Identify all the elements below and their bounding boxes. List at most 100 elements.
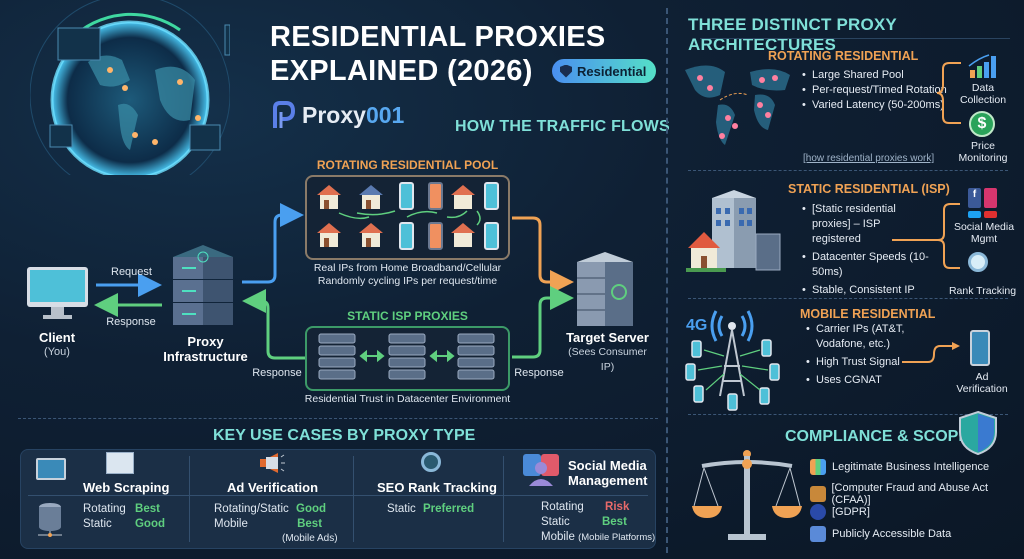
- social-media-people-icon: [523, 454, 559, 486]
- proxy-to-pool-arrow: [242, 203, 304, 284]
- compliance-item: Publicly Accessible Data: [810, 526, 951, 542]
- twitter-icon: [968, 211, 981, 218]
- use-cases-title: KEY USE CASES BY PROXY TYPE: [213, 427, 476, 444]
- scales-of-justice-icon: [692, 450, 802, 540]
- rotating-residential-title: ROTATING RESIDENTIAL: [768, 49, 919, 63]
- bullet: Carrier IPs (AT&T, Vodafone, etc.): [806, 322, 926, 352]
- social-media-mgmt-label: Social Media Mgmt: [953, 221, 1015, 245]
- phone-icon: [428, 222, 443, 250]
- rank-tracking-label: Rank Tracking: [948, 285, 1017, 297]
- gavel-icon: [810, 486, 826, 502]
- architecture-divider: [688, 414, 1008, 415]
- magnifier-icon: [968, 252, 988, 272]
- house-icon: [359, 223, 383, 247]
- web-scrape-magnifier-icon: [106, 452, 134, 474]
- bullet: Per-request/Timed Rotation: [802, 83, 947, 98]
- use-case-note: (Mobile Ads): [282, 533, 338, 544]
- bullet: Large Shared Pool: [802, 68, 947, 83]
- title-line-1: RESIDENTIAL PROXIES: [270, 21, 606, 53]
- globe-illustration: [30, 0, 230, 175]
- compliance-item: Legitimate Business Intelligence: [810, 459, 989, 475]
- world-map-icon: [685, 65, 790, 145]
- bullet: Uses CGNAT: [806, 373, 926, 388]
- bullet: Stable, Consistent IP: [802, 283, 932, 298]
- document-icon: [810, 526, 826, 542]
- target-server-icon: [577, 252, 633, 326]
- branch-arrows: [892, 203, 960, 269]
- architecture-divider: [688, 298, 1008, 299]
- isp-server-racks: [318, 333, 495, 380]
- brand-logo: Proxy001: [272, 100, 404, 130]
- 4g-label: 4G: [686, 317, 707, 334]
- ad-verification-label: Ad Verification: [956, 371, 1008, 395]
- bullet: [Static residential proxies] – ISP regis…: [802, 202, 932, 247]
- client-monitor-icon: [27, 267, 88, 319]
- phone-icon: [428, 182, 443, 210]
- static-residential-title: STATIC RESIDENTIAL (ISP): [788, 182, 950, 196]
- title-underline: [700, 38, 1010, 39]
- architecture-divider: [688, 170, 1008, 171]
- instagram-icon: [984, 188, 997, 208]
- eu-flag-icon: [810, 504, 826, 520]
- proxy-server-icon: [173, 245, 233, 325]
- use-case-row: Rotating Best: [83, 503, 160, 515]
- mobile-residential-title: MOBILE RESIDENTIAL: [800, 307, 936, 321]
- flow-arrows: [94, 203, 574, 360]
- rotating-pool-box: [305, 175, 510, 260]
- youtube-icon: [984, 211, 997, 218]
- phone-icon: [484, 222, 499, 250]
- use-case-row: Mobile Best: [214, 518, 323, 530]
- client-label: Client (You): [38, 330, 76, 358]
- architectures-title: THREE DISTINCT PROXY ARCHITECTURES: [688, 15, 897, 54]
- request-label: Request: [111, 266, 152, 278]
- phone-icon: [399, 222, 414, 250]
- isp-to-proxy-arrow: [242, 289, 305, 360]
- phone-icon: [484, 182, 499, 210]
- static-isp-description: Residential Trust in Datacenter Environm…: [304, 393, 511, 405]
- brand-name: Proxy001: [302, 101, 405, 128]
- section-divider-horizontal: [18, 418, 658, 419]
- bullet: Datacenter Speeds (10-50ms): [802, 250, 932, 280]
- target-server-label: Target Server (Sees Consumer IP): [566, 330, 649, 373]
- mobile-bullets: Carrier IPs (AT&T, Vodafone, etc.) High …: [806, 322, 926, 388]
- database-icon: [38, 503, 62, 537]
- house-icon: [317, 223, 341, 247]
- use-case-row: Static Best: [541, 516, 627, 528]
- data-collection-chart-icon: [968, 54, 996, 78]
- building-house-icon: [686, 190, 781, 272]
- ad-verification-arrow: [902, 342, 960, 363]
- bullet: High Trust Signal: [806, 355, 926, 370]
- laptop-icon: [36, 458, 66, 480]
- seo-magnifier-icon: [421, 452, 441, 472]
- rotating-bullets: Large Shared Pool Per-request/Timed Rota…: [802, 68, 947, 113]
- use-case-row: Static Good: [83, 518, 165, 530]
- use-case-row: Rotating/Static Good: [214, 503, 327, 515]
- how-residential-proxies-work-link[interactable]: [how residential proxies work]: [803, 153, 935, 164]
- proxy001-logo-icon: [273, 101, 296, 128]
- page-title: RESIDENTIAL PROXIES EXPLAINED (2026): [270, 20, 606, 88]
- compliance-title: COMPLIANCE & SCOPE: [785, 428, 970, 445]
- use-case-row: Mobile (Mobile Platforms): [541, 531, 656, 543]
- badge-label: Residential: [577, 63, 647, 79]
- static-bullets: [Static residential proxies] – ISP regis…: [802, 202, 932, 298]
- use-case-row: Static Preferred: [387, 503, 475, 515]
- residential-badge: Residential: [552, 59, 657, 83]
- rotating-pool-title: ROTATING RESIDENTIAL POOL: [316, 158, 499, 172]
- use-case-row: Rotating Risk: [541, 501, 630, 513]
- isp-response-right-label: Response: [514, 367, 564, 379]
- section-divider-vertical: [666, 8, 668, 553]
- house-icon: [451, 223, 475, 247]
- house-icon: [359, 185, 383, 209]
- response-label: Response: [106, 316, 156, 328]
- megaphone-icon: [260, 453, 285, 473]
- isp-to-target-arrow: [512, 286, 574, 359]
- title-line-2: EXPLAINED (2026): [270, 55, 533, 87]
- column-divider: [503, 456, 504, 542]
- compliance-item: [GDPR]: [810, 504, 870, 520]
- branch-arrows: [936, 62, 961, 124]
- flow-heading: HOW THE TRAFFIC FLOWS: [455, 118, 670, 135]
- static-isp-box: [305, 326, 510, 391]
- facebook-icon: f: [968, 188, 981, 208]
- ad-verification-icon: [970, 330, 990, 366]
- phone-icon: [399, 182, 414, 210]
